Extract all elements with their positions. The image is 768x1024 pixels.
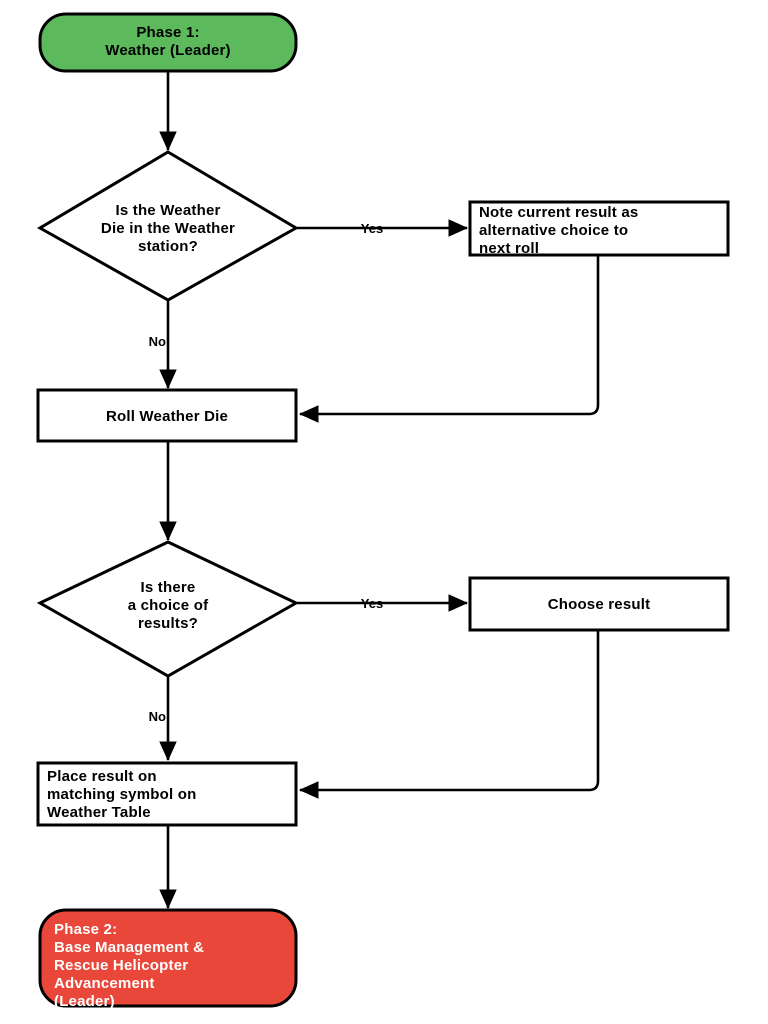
node-decision-weather-die[interactable]: Is the Weather Die in the Weather statio… xyxy=(37,150,299,302)
place-result-shape xyxy=(36,761,298,827)
decision-choice-line-1: Is there xyxy=(141,579,196,596)
decision-weather-die-line-3: station? xyxy=(138,238,198,255)
node-roll-weather-die[interactable]: Roll Weather Die xyxy=(36,388,298,443)
choose-result-label: Choose result xyxy=(548,596,651,613)
node-end-phase-2[interactable]: Phase 2: Base Management & Rescue Helico… xyxy=(38,908,298,1010)
end-label-line-5: (Leader) xyxy=(54,993,115,1010)
note-alternative-line-2: alternative choice to xyxy=(479,222,628,239)
edge-label-weather-die-no: No xyxy=(149,334,166,349)
node-decision-choice-of-results[interactable]: Is there a choice of results? xyxy=(36,540,300,678)
edge-label-choice-no: No xyxy=(149,709,166,724)
note-alternative-shape xyxy=(468,200,730,257)
end-label-line-4: Advancement xyxy=(54,975,155,992)
choose-result-shape xyxy=(468,576,730,632)
edge-label-choice-yes: Yes xyxy=(361,596,383,611)
start-label-line-2: Weather (Leader) xyxy=(105,42,230,59)
edge-label-layer: Yes No Yes No xyxy=(149,221,384,724)
note-alternative-line-1: Note current result as xyxy=(479,204,638,221)
node-choose-result[interactable]: Choose result xyxy=(468,576,730,632)
place-result-line-3: Weather Table xyxy=(47,804,151,821)
node-start-phase-1[interactable]: Phase 1: Weather (Leader) xyxy=(38,12,298,73)
connector-choose-result-to-place-result xyxy=(298,631,600,799)
decision-choice-shape xyxy=(36,540,300,678)
decision-choice-line-3: results? xyxy=(138,615,198,632)
end-label-line-1: Phase 2: xyxy=(54,921,117,938)
roll-weather-die-shape xyxy=(36,388,298,443)
node-place-result[interactable]: Place result on matching symbol on Weath… xyxy=(36,761,298,827)
edge-label-weather-die-yes: Yes xyxy=(361,221,383,236)
decision-weather-die-shape xyxy=(37,150,299,302)
end-label-line-3: Rescue Helicopter xyxy=(54,957,188,974)
connector-layer xyxy=(159,72,600,910)
decision-choice-line-2: a choice of xyxy=(128,597,209,614)
decision-weather-die-line-1: Is the Weather xyxy=(115,202,220,219)
place-result-line-2: matching symbol on xyxy=(47,786,196,803)
node-note-alternative-choice[interactable]: Note current result as alternative choic… xyxy=(468,200,730,257)
decision-weather-die-line-2: Die in the Weather xyxy=(101,220,235,237)
end-shape xyxy=(38,908,298,1008)
start-shape xyxy=(38,12,298,73)
start-label-line-1: Phase 1: xyxy=(136,24,199,41)
connector-note-to-roll-weather-die xyxy=(298,255,600,423)
place-result-line-1: Place result on xyxy=(47,768,157,785)
roll-weather-die-label: Roll Weather Die xyxy=(106,408,228,425)
end-label-line-2: Base Management & xyxy=(54,939,204,956)
note-alternative-line-3: next roll xyxy=(479,240,539,257)
